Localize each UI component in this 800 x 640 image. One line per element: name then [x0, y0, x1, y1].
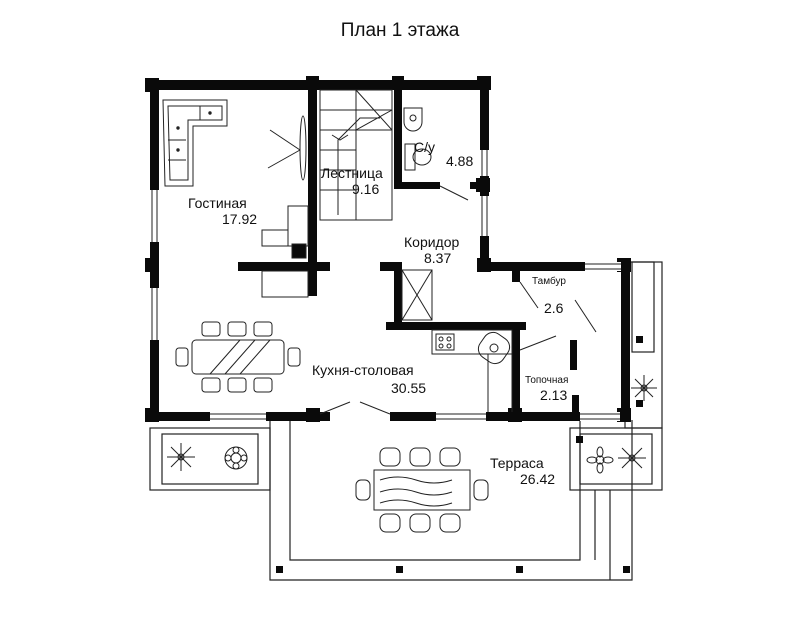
- plan-title: План 1 этажа: [340, 20, 460, 41]
- room-area-vestibule: 2.6: [544, 300, 564, 316]
- staircase: [319, 89, 393, 221]
- room-area-living: 17.92: [222, 211, 257, 227]
- stove-icon: [431, 329, 513, 412]
- windows: [150, 150, 621, 421]
- room-name-wc: С/у: [414, 139, 435, 155]
- room-name-terrace: Терраса: [490, 455, 544, 471]
- room-name-living: Гостиная: [188, 195, 247, 211]
- terrace-outline: [149, 261, 663, 581]
- room-area-furnace: 2.13: [540, 387, 567, 403]
- sink-icon: [477, 331, 511, 365]
- room-area-stairs: 9.16: [352, 181, 379, 197]
- washbasin-icon: [403, 107, 423, 132]
- tv-icon: [267, 115, 307, 181]
- toilet-icon: [404, 143, 432, 171]
- terrace-posts: [276, 336, 643, 573]
- fireplace-icon: [261, 205, 309, 298]
- room-name-corridor: Коридор: [404, 234, 460, 250]
- plant-icon: [167, 375, 657, 474]
- room-name-furnace: Топочная: [525, 375, 568, 386]
- room-name-kitchen: Кухня-столовая: [312, 362, 414, 378]
- room-area-kitchen: 30.55: [391, 380, 426, 396]
- room-area-terrace: 26.42: [520, 471, 555, 487]
- room-name-stairs: Лестница: [321, 165, 383, 181]
- wardrobe-icon: [401, 269, 433, 321]
- room-name-vestibule: Тамбур: [532, 275, 566, 287]
- room-labels: Гостиная 17.92 Лестница 9.16 С/у 4.88 Ко…: [188, 139, 568, 487]
- doors: [319, 185, 597, 415]
- terrace-table-icon: [355, 447, 489, 533]
- room-area-corridor: 8.37: [424, 250, 451, 266]
- dining-table-icon: [175, 321, 301, 393]
- corner-sofa-icon: [162, 99, 228, 187]
- room-area-wc: 4.88: [446, 153, 473, 169]
